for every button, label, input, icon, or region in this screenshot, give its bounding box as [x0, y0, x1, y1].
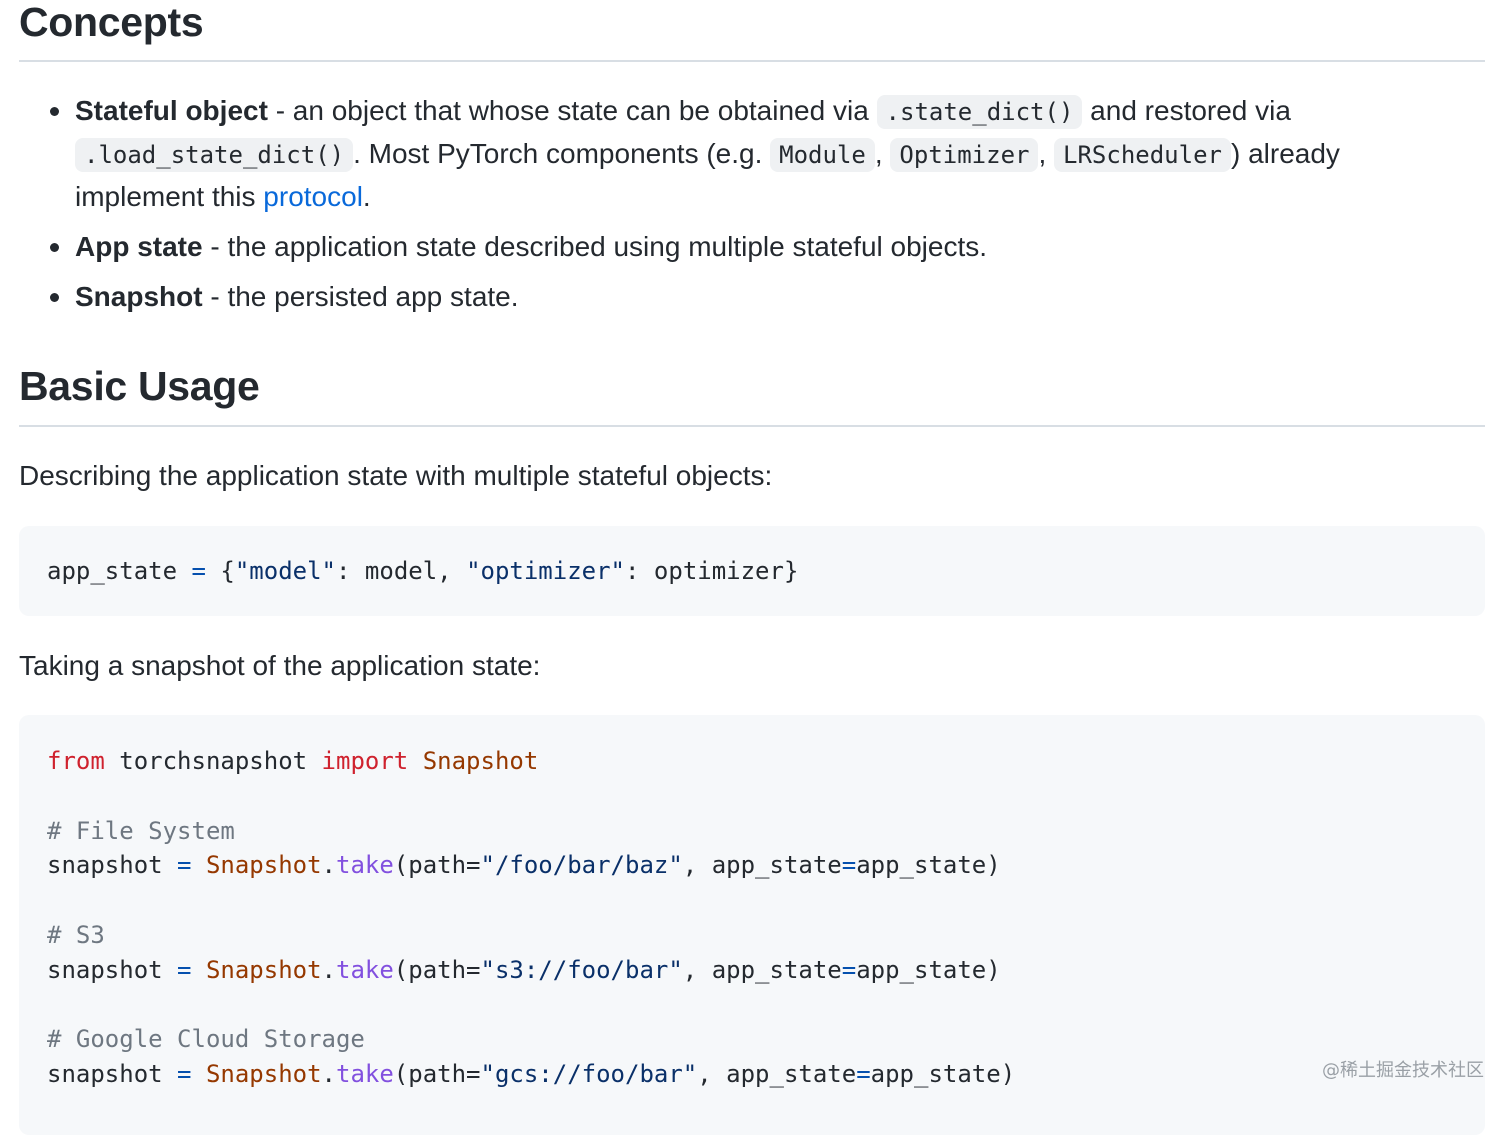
code-token: app_state — [47, 557, 178, 585]
inline-code: Module — [770, 138, 875, 172]
heading-divider — [19, 60, 1485, 62]
code-token: = — [856, 1060, 871, 1088]
code-token: Snapshot — [205, 851, 322, 879]
code-token: torchsnapshot — [104, 747, 322, 775]
code-token: app_state) — [870, 1060, 1016, 1088]
code-token: . — [321, 851, 336, 879]
code-token: "s3://foo/bar" — [480, 956, 683, 984]
term-description: . Most PyTorch components (e.g. — [353, 138, 771, 169]
code-token: snapshot — [47, 956, 163, 984]
code-token: , app_state — [682, 851, 842, 879]
code-line: snapshot = Snapshot.take(path="s3://foo/… — [47, 955, 1001, 985]
code-token: , app_state — [697, 1060, 857, 1088]
code-token: "/foo/bar/baz" — [480, 851, 683, 879]
list-item: App state - the application state descri… — [19, 226, 1419, 268]
code-token: take — [336, 1060, 394, 1088]
list-item: Stateful object - an object that whose s… — [19, 90, 1419, 218]
term-label: Stateful object — [75, 95, 268, 126]
term-description: and restored via — [1082, 95, 1291, 126]
code-token: = — [177, 557, 221, 585]
code-token: , app_state — [682, 956, 842, 984]
concepts-list: Stateful object - an object that whose s… — [19, 90, 1419, 318]
basic-usage-heading: Basic Usage — [19, 363, 260, 409]
inline-code: Optimizer — [890, 138, 1039, 172]
intro-paragraph: Taking a snapshot of the application sta… — [19, 650, 541, 681]
code-token: Snapshot — [205, 956, 322, 984]
code-line: snapshot = Snapshot.take(path="/foo/bar/… — [47, 850, 1001, 880]
code-comment: # Google Cloud Storage — [47, 1025, 365, 1053]
code-token: snapshot — [47, 1060, 163, 1088]
inline-code: .state_dict() — [876, 95, 1083, 129]
code-token: "optimizer" — [466, 557, 626, 585]
code-line: from torchsnapshot import Snapshot — [47, 746, 538, 776]
intro-paragraph: Describing the application state with mu… — [19, 460, 773, 491]
protocol-link[interactable]: protocol — [263, 181, 363, 212]
code-token: Snapshot — [408, 747, 539, 775]
term-description: - an object that whose state can be obta… — [267, 95, 877, 126]
concepts-heading: Concepts — [19, 0, 204, 45]
code-token: "gcs://foo/bar" — [480, 1060, 698, 1088]
code-token: (path= — [393, 956, 481, 984]
code-token: app_state) — [856, 956, 1001, 984]
code-token: (path= — [393, 1060, 481, 1088]
separator: , — [1038, 138, 1055, 169]
code-comment: # S3 — [47, 921, 105, 949]
list-item: Snapshot - the persisted app state. — [19, 276, 1419, 318]
code-token: = — [162, 851, 206, 879]
code-block[interactable]: from torchsnapshot import Snapshot # Fil… — [19, 715, 1485, 1135]
heading-divider — [19, 425, 1485, 427]
code-token: import — [321, 747, 409, 775]
term-label: Snapshot — [75, 281, 203, 312]
code-token: : optimizer} — [625, 557, 799, 585]
term-label: App state — [75, 231, 203, 262]
code-token: take — [336, 851, 394, 879]
code-line: snapshot = Snapshot.take(path="gcs://foo… — [47, 1059, 1015, 1089]
code-token: (path= — [393, 851, 481, 879]
code-token: . — [321, 956, 336, 984]
code-token: take — [336, 956, 394, 984]
code-token: from — [47, 747, 105, 775]
term-description: - the persisted app state. — [202, 281, 519, 312]
inline-code: LRScheduler — [1054, 138, 1231, 172]
code-token: { — [220, 557, 235, 585]
bullet-icon — [50, 293, 59, 302]
code-line: app_state = {"model": model, "optimizer"… — [47, 556, 798, 586]
code-token: : model, — [336, 557, 467, 585]
code-block[interactable]: app_state = {"model": model, "optimizer"… — [19, 526, 1485, 616]
code-token: app_state) — [856, 851, 1001, 879]
inline-code: .load_state_dict() — [75, 138, 354, 172]
bullet-icon — [50, 243, 59, 252]
code-token: "model" — [234, 557, 337, 585]
code-token: . — [321, 1060, 336, 1088]
code-token: Snapshot — [205, 1060, 322, 1088]
code-token: = — [162, 956, 206, 984]
code-token: snapshot — [47, 851, 163, 879]
code-token: = — [162, 1060, 206, 1088]
term-description: - the application state described using … — [202, 231, 988, 262]
separator: , — [874, 138, 891, 169]
bullet-icon — [50, 107, 59, 116]
term-description: ) already implement this — [75, 138, 1340, 212]
code-comment: # File System — [47, 817, 235, 845]
code-token: = — [841, 956, 857, 984]
watermark: @稀土掘金技术社区 — [1322, 1060, 1484, 1081]
term-description: . — [362, 181, 371, 212]
code-token: = — [841, 851, 857, 879]
